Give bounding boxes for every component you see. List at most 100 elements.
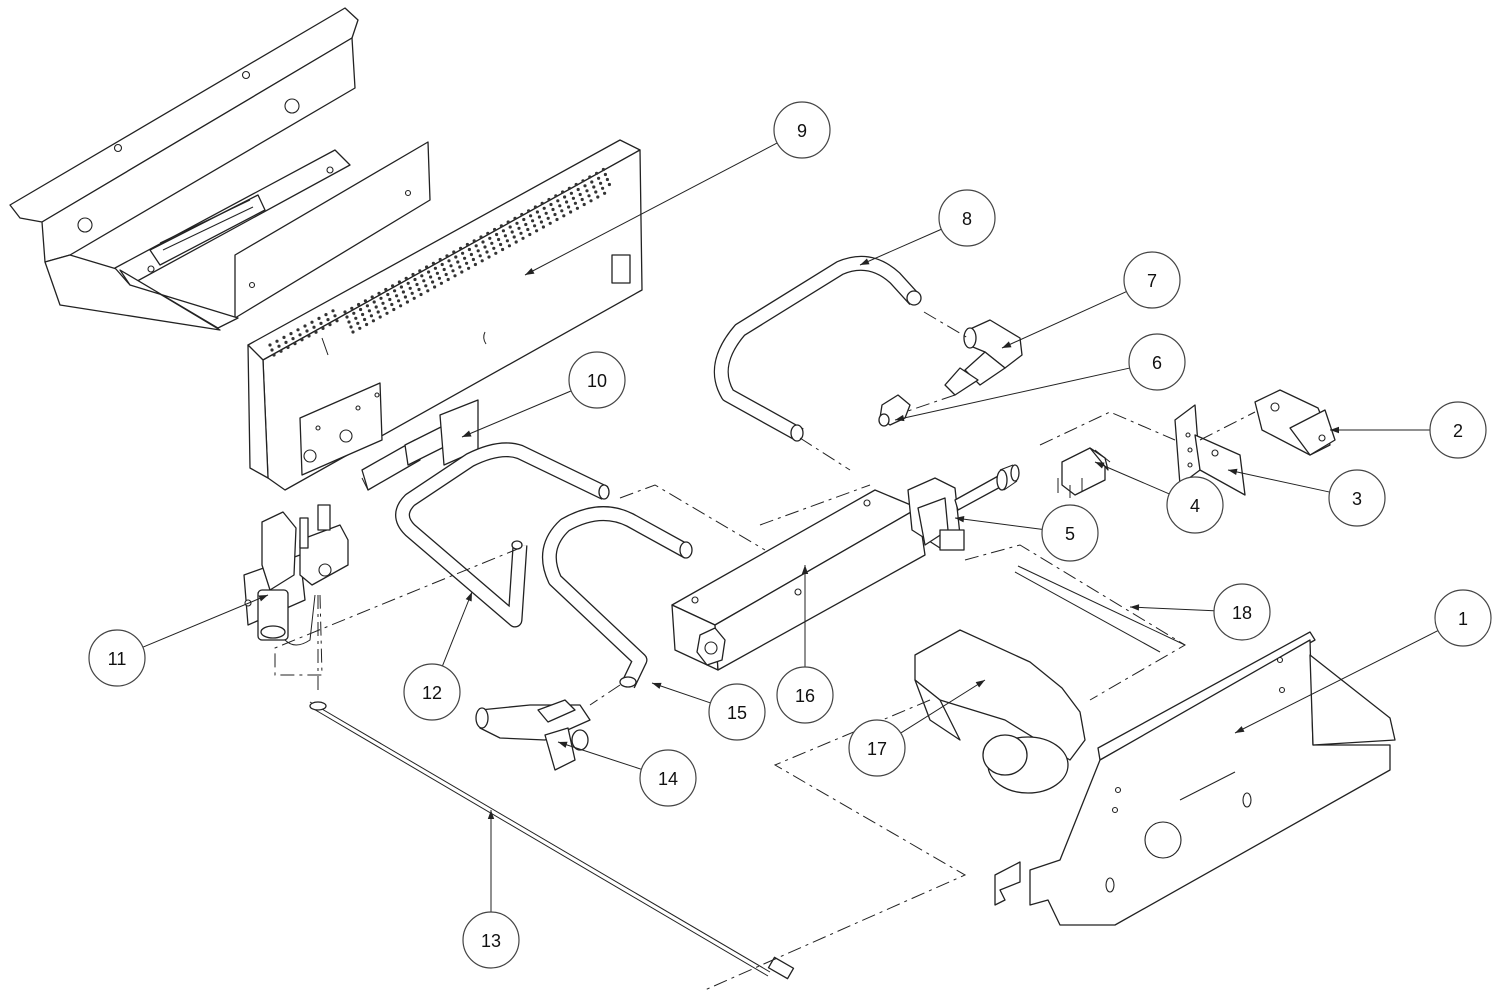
perforation-dot (467, 247, 471, 252)
perforation-dot (581, 179, 585, 183)
perforation-dot (519, 231, 523, 235)
callout-bubble-8 (938, 189, 996, 247)
perforation-dot (326, 318, 330, 322)
perforation-dot (417, 287, 421, 292)
perforation-dot (408, 286, 412, 290)
part-6-nut (878, 394, 911, 427)
leader-line-17 (900, 679, 986, 734)
callout-bubble-13 (462, 911, 520, 969)
leader-line-8 (859, 228, 942, 266)
perforation-dot (561, 190, 565, 194)
arrowhead-7 (1002, 341, 1012, 348)
leader-lines (142, 142, 1439, 912)
callout-label: 18 (1232, 603, 1252, 623)
perforation-dot (583, 184, 587, 188)
callout-18: 18 (1213, 583, 1271, 641)
callout-label: 8 (962, 209, 972, 229)
perforation-dot (594, 190, 598, 194)
perforation-dot (422, 279, 426, 283)
perforation-dot (493, 227, 497, 232)
perforation-dot (331, 309, 335, 313)
callout-label: 15 (727, 703, 747, 723)
perforation-dot (431, 280, 435, 284)
part-13-wire (309, 701, 795, 980)
perforation-dot (603, 191, 607, 195)
perforation-dot (571, 196, 576, 200)
perforation-dot (335, 319, 339, 323)
perforation-dot (397, 280, 401, 284)
perforation-dot (603, 172, 608, 177)
perforation-dot (284, 340, 288, 344)
perforation-dot (440, 262, 444, 267)
perforation-dot (488, 236, 492, 240)
callout-label: 9 (797, 121, 807, 141)
perforation-dot (317, 316, 321, 320)
perforation-dot (494, 251, 498, 255)
perforation-dot (279, 349, 283, 353)
perforation-dot (289, 332, 293, 336)
perforation-dot (524, 222, 528, 227)
perforation-dot (363, 299, 367, 303)
callout-label: 17 (867, 739, 887, 759)
perforation-dot (390, 302, 394, 307)
leader-line-6 (894, 367, 1130, 421)
arrowhead-6 (895, 414, 905, 422)
callout-5: 5 (1041, 504, 1099, 562)
callout-bubble-17 (848, 719, 906, 777)
perforation-dot (286, 345, 290, 349)
perforation-dot (487, 255, 491, 259)
perforation-dot (537, 215, 542, 219)
part-14-fitting (475, 699, 591, 771)
callout-4: 4 (1166, 476, 1224, 534)
perforation-dot (580, 197, 584, 202)
perforation-dot (371, 319, 375, 323)
perforation-dot (512, 235, 516, 239)
perforation-dot (433, 285, 437, 289)
perforation-dot (384, 287, 388, 292)
perforation-dot (425, 265, 429, 269)
perforation-dot (544, 211, 548, 215)
perforation-dot (503, 234, 507, 238)
arrowhead-17 (975, 680, 985, 688)
perforation-dot (429, 275, 433, 279)
arrowhead-16 (801, 565, 809, 574)
part-9-cover (247, 139, 643, 491)
arrowhead-5 (955, 515, 965, 523)
perforation-dot (397, 299, 401, 303)
perforation-dot (563, 195, 567, 199)
arrowhead-3 (1228, 468, 1238, 476)
perforation-dot (522, 217, 526, 222)
perforation-dot (548, 221, 552, 225)
perforation-dot (506, 220, 510, 224)
arrowhead-2 (1330, 426, 1339, 434)
perforation-dot (418, 269, 422, 273)
perforation-dot (601, 167, 606, 172)
perforation-dot (465, 242, 469, 247)
perforation-dot (499, 242, 503, 247)
perforation-dot (442, 267, 446, 272)
leader-line-18 (1129, 606, 1215, 612)
arrowhead-10 (462, 430, 472, 437)
callout-bubble-5 (1041, 504, 1099, 562)
perforation-dot (554, 194, 558, 198)
perforation-dot (343, 310, 347, 314)
part-12-tube (395, 442, 610, 628)
callout-bubble-16 (776, 666, 834, 724)
perforation-dot (472, 239, 476, 243)
perforation-dot (483, 245, 487, 249)
perforation-dot (333, 314, 337, 318)
perforation-dot (399, 304, 403, 308)
callout-17: 17 (848, 719, 906, 777)
arrowhead-12 (465, 592, 472, 602)
perforation-dot (370, 295, 374, 299)
perforation-dot (411, 272, 415, 277)
perforation-dot (454, 255, 458, 259)
callout-label: 16 (795, 686, 815, 706)
perforation-dot (310, 320, 314, 324)
perforation-dot (426, 289, 430, 293)
perforation-dot (305, 329, 309, 333)
callout-bubble-3 (1328, 469, 1386, 527)
perforation-dot (365, 322, 369, 327)
